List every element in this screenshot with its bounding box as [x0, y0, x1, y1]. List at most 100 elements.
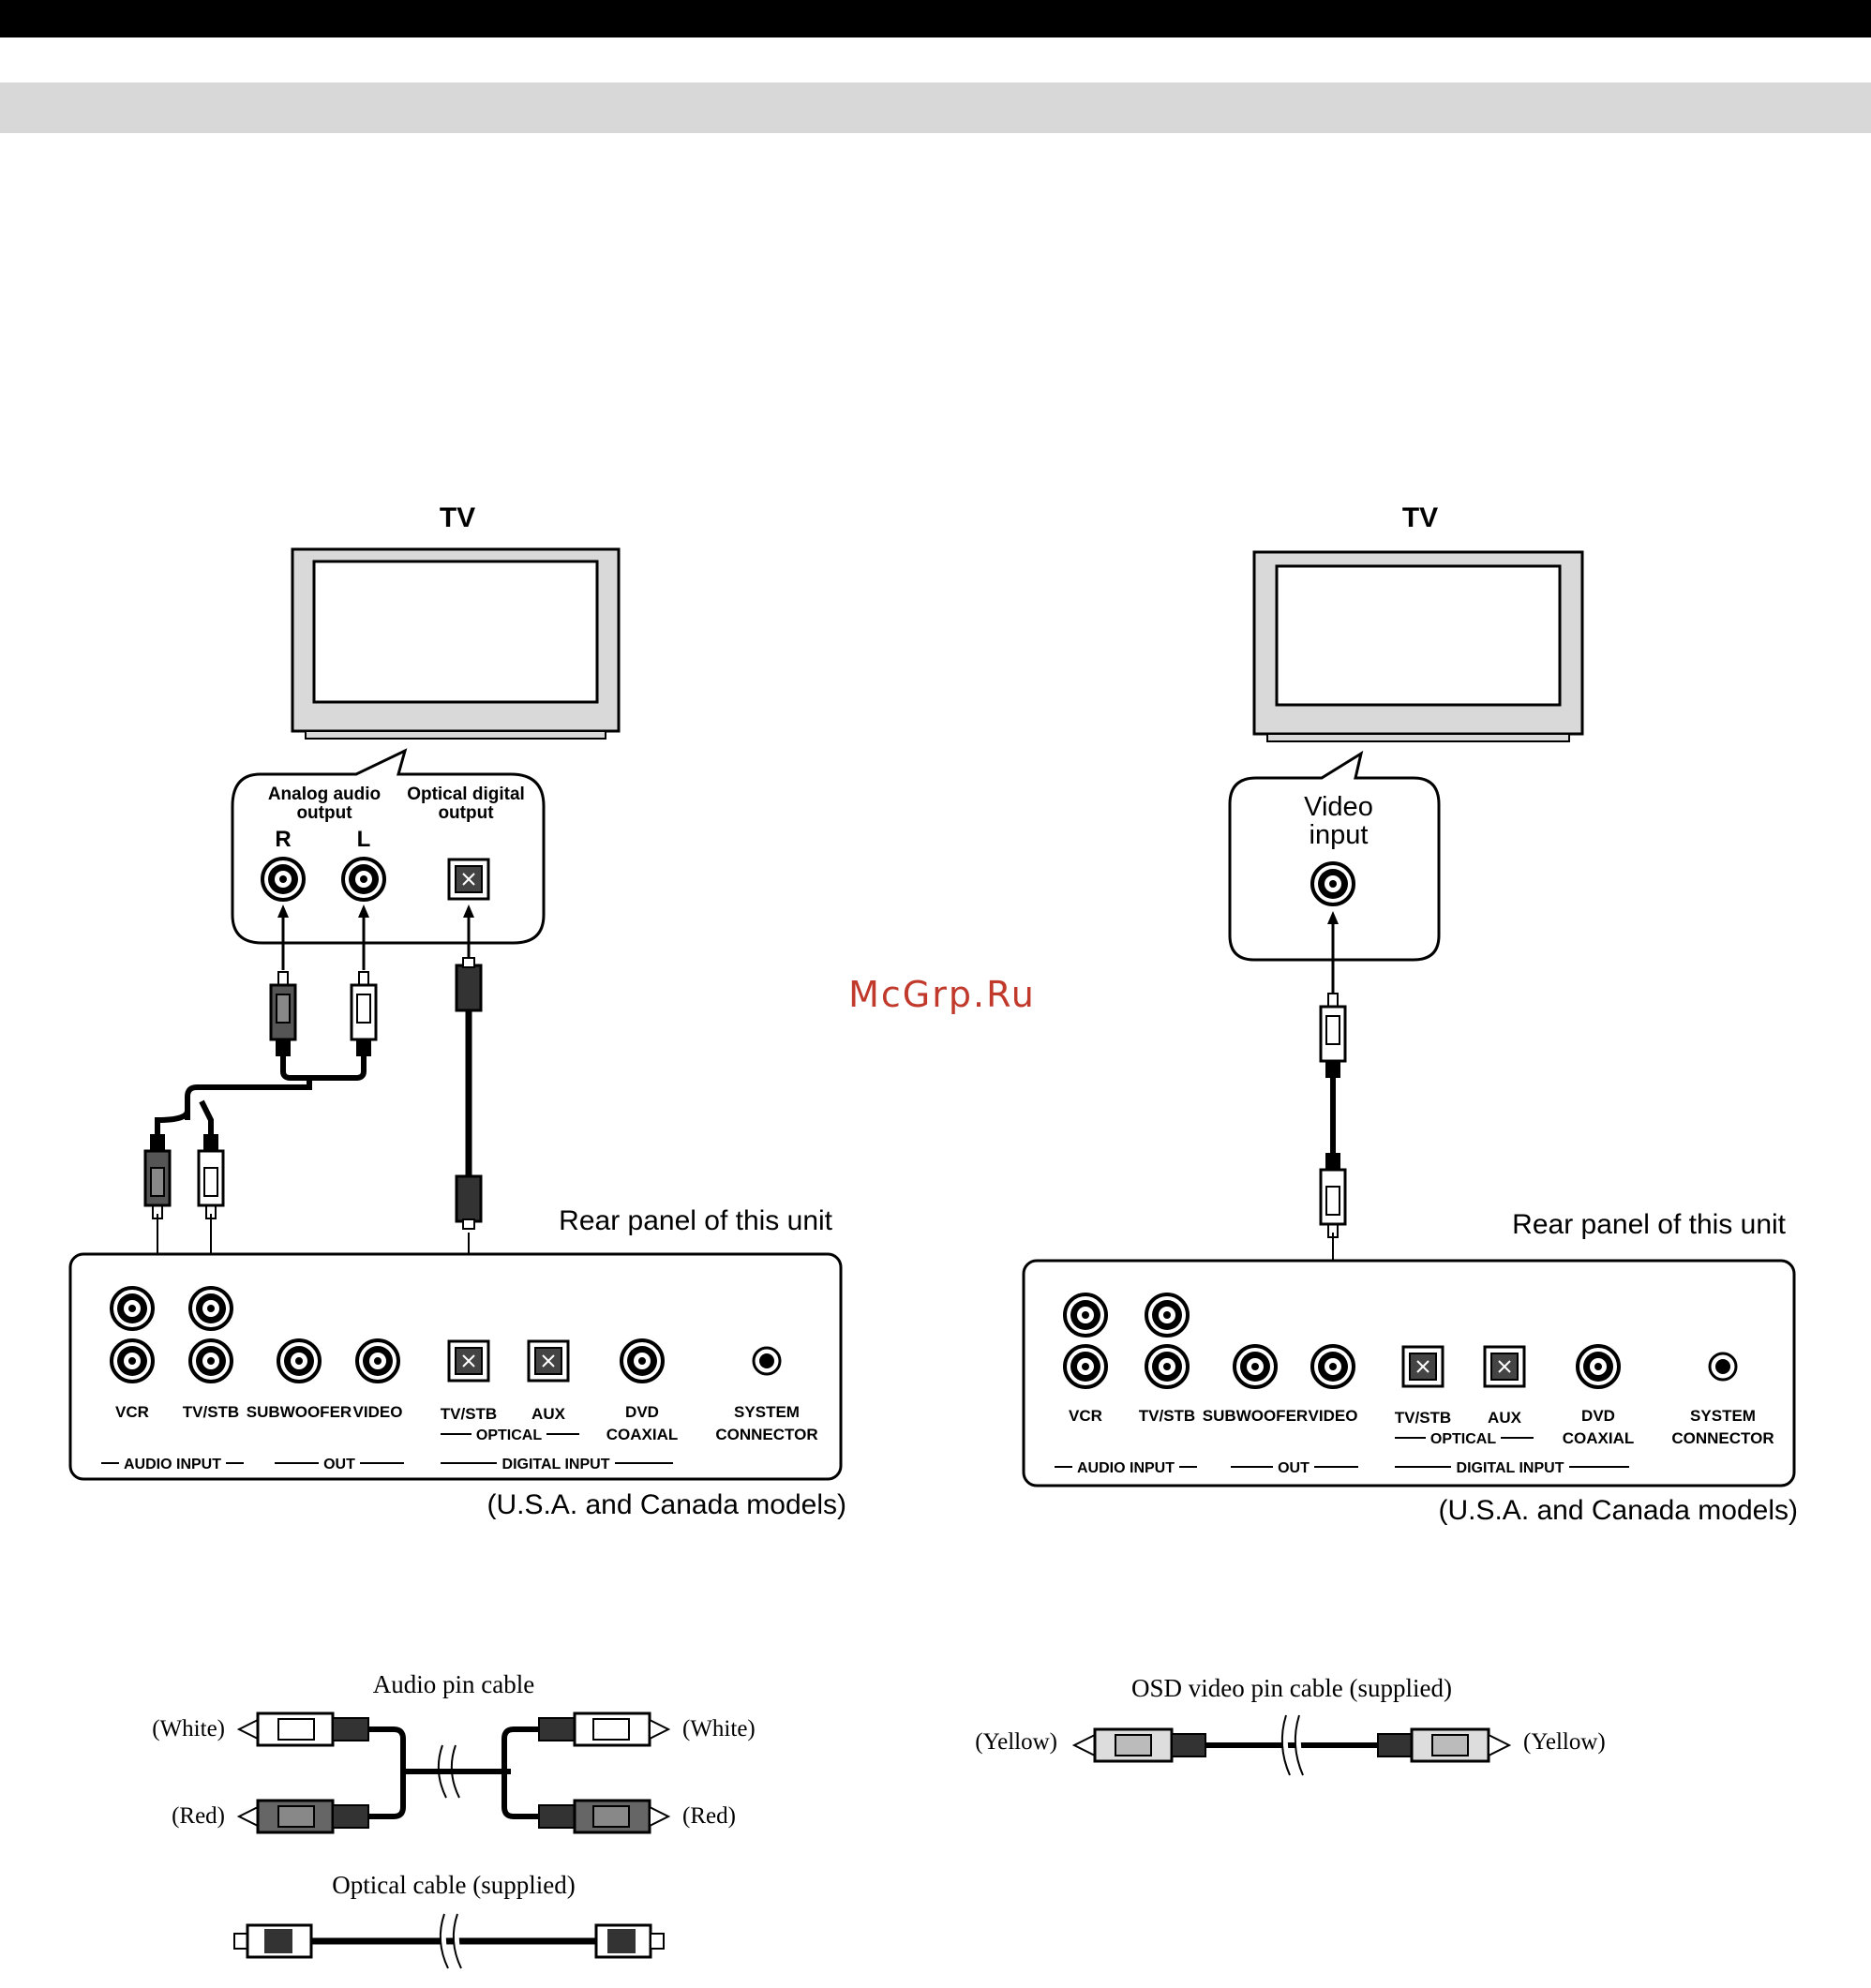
- watermark-text: McGrp.Ru: [848, 974, 1036, 1015]
- r-optical-aux-jack-icon: [1483, 1345, 1526, 1388]
- r-tvstb-bottom-jack-icon: [1145, 1344, 1190, 1389]
- audio-white-left-label: (White): [152, 1716, 225, 1741]
- right-models-label: (U.S.A. and Canada models): [1438, 1495, 1798, 1526]
- tv-optical-jack-icon: [447, 858, 490, 901]
- audio-red-plug-left-icon: [236, 1799, 369, 1834]
- video-label: VIDEO: [353, 1403, 403, 1421]
- tv-video-input-jack-icon: [1310, 861, 1355, 906]
- audio-pin-cable-legend: Audio pin cable (White) (Red) (White) (R…: [152, 1670, 756, 1834]
- audio-input-group-label: AUDIO INPUT: [124, 1457, 221, 1472]
- right-tv-icon: [1252, 550, 1584, 742]
- vcr-bottom-jack-icon: [110, 1338, 155, 1383]
- audio-plug-white-icon: [350, 970, 378, 1058]
- left-connection-diagram: TV Analog audio output Optical digital o…: [68, 502, 846, 1520]
- video-input-label-line2: input: [1310, 820, 1369, 850]
- r-subwoofer-label: SUBWOOFER: [1203, 1407, 1308, 1425]
- left-tv-label: TV: [440, 502, 475, 533]
- left-rear-panel-label: Rear panel of this unit: [559, 1205, 833, 1236]
- right-connection-diagram: TV Video input Rear panel of this unit: [1022, 502, 1798, 1526]
- optical-tvstb-label: TV/STB: [441, 1405, 497, 1423]
- tvstb-bottom-jack-icon: [188, 1338, 233, 1383]
- right-tv-label: TV: [1402, 502, 1438, 533]
- top-header-bar: [0, 0, 1871, 37]
- r-dvd-label: DVD: [1581, 1407, 1615, 1425]
- subwoofer-jack-icon: [277, 1338, 322, 1383]
- r-dvd-coaxial-jack-icon: [1576, 1344, 1621, 1389]
- tvstb-top-jack-icon: [188, 1286, 233, 1331]
- osd-yellow-right-label: (Yellow): [1523, 1729, 1606, 1755]
- system-label: SYSTEM: [734, 1403, 800, 1421]
- r-system-connector-icon: [1708, 1352, 1738, 1382]
- vcr-label: VCR: [115, 1403, 149, 1421]
- out-group-label: OUT: [323, 1457, 355, 1472]
- osd-yellow-left-label: (Yellow): [975, 1729, 1057, 1755]
- l-channel-label: L: [357, 827, 371, 852]
- dvd-coaxial-jack-icon: [620, 1338, 665, 1383]
- audio-red-left-label: (Red): [172, 1803, 225, 1829]
- optical-output-label-line1: Optical digital: [407, 785, 525, 804]
- osd-video-cable-title: OSD video pin cable (supplied): [1131, 1674, 1452, 1702]
- subwoofer-label: SUBWOOFER: [247, 1403, 352, 1421]
- r-optical-group-label: OPTICAL: [1430, 1431, 1496, 1447]
- r-coaxial-label: COAXIAL: [1563, 1429, 1635, 1447]
- system-connector-icon: [752, 1346, 782, 1376]
- optical-cable-right-plug-icon: [594, 1923, 665, 1959]
- aux-label: AUX: [531, 1405, 566, 1423]
- digital-input-group-label: DIGITAL INPUT: [502, 1457, 610, 1472]
- r-tvstb-top-jack-icon: [1145, 1293, 1190, 1338]
- osd-video-cable-legend: OSD video pin cable (supplied) (Yellow) …: [975, 1674, 1606, 1776]
- osd-yellow-plug-left-icon: [1071, 1727, 1206, 1763]
- video-plug-top-icon: [1319, 992, 1347, 1080]
- r-system-label: SYSTEM: [1690, 1407, 1756, 1425]
- optical-aux-jack-icon: [527, 1339, 570, 1383]
- optical-group-label: OPTICAL: [476, 1427, 542, 1443]
- coaxial-label: COAXIAL: [606, 1426, 679, 1443]
- analog-output-label-line2: output: [296, 803, 352, 823]
- tvstb-label: TV/STB: [183, 1403, 239, 1421]
- tv-audio-r-jack-icon: [261, 857, 306, 902]
- r-optical-tvstb-jack-icon: [1401, 1345, 1444, 1388]
- r-aux-label: AUX: [1488, 1409, 1522, 1427]
- optical-tvstb-jack-icon: [447, 1339, 490, 1383]
- r-channel-label: R: [275, 827, 291, 852]
- r-video-out-jack-icon: [1310, 1344, 1355, 1389]
- section-title-bar: [0, 82, 1871, 133]
- left-models-label: (U.S.A. and Canada models): [486, 1489, 846, 1520]
- audio-plug-red-icon: [269, 970, 297, 1058]
- optical-plug-top-icon: [455, 964, 483, 1012]
- r-out-group-label: OUT: [1278, 1460, 1310, 1476]
- optical-plug-bottom-icon: [455, 1174, 483, 1223]
- audio-red-plug-right-icon: [538, 1799, 671, 1834]
- video-out-jack-icon: [355, 1338, 400, 1383]
- audio-pin-cable-title: Audio pin cable: [373, 1670, 534, 1698]
- r-vcr-bottom-jack-icon: [1063, 1344, 1108, 1389]
- audio-white-plug-left-icon: [236, 1711, 369, 1747]
- optical-output-label-line2: output: [438, 803, 494, 823]
- audio-white-plug-right-icon: [538, 1711, 671, 1747]
- right-rear-panel-label: Rear panel of this unit: [1512, 1209, 1787, 1240]
- r-audio-input-group-label: AUDIO INPUT: [1077, 1460, 1175, 1476]
- video-input-label-line1: Video: [1304, 792, 1373, 822]
- left-tv-icon: [291, 547, 621, 740]
- r-vcr-top-jack-icon: [1063, 1293, 1108, 1338]
- optical-cable-title: Optical cable (supplied): [332, 1871, 575, 1899]
- osd-yellow-plug-right-icon: [1377, 1727, 1512, 1763]
- dvd-label: DVD: [625, 1403, 659, 1421]
- r-subwoofer-jack-icon: [1233, 1344, 1278, 1389]
- connector-label: CONNECTOR: [715, 1426, 817, 1443]
- r-video-label: VIDEO: [1309, 1407, 1358, 1425]
- optical-cable-legend: Optical cable (supplied): [233, 1871, 665, 1969]
- audio-red-right-label: (Red): [682, 1803, 736, 1829]
- optical-cable-left-plug-icon: [233, 1923, 313, 1959]
- analog-output-label-line1: Analog audio: [268, 785, 381, 804]
- r-tvstb-label: TV/STB: [1139, 1407, 1195, 1425]
- vcr-top-jack-icon: [110, 1286, 155, 1331]
- r-optical-tvstb-label: TV/STB: [1395, 1409, 1451, 1427]
- r-digital-input-group-label: DIGITAL INPUT: [1457, 1460, 1564, 1476]
- r-vcr-label: VCR: [1069, 1407, 1102, 1425]
- r-connector-label: CONNECTOR: [1671, 1429, 1774, 1447]
- audio-white-right-label: (White): [682, 1716, 756, 1741]
- right-tv-callout: [1228, 750, 1441, 962]
- tv-audio-l-jack-icon: [341, 857, 386, 902]
